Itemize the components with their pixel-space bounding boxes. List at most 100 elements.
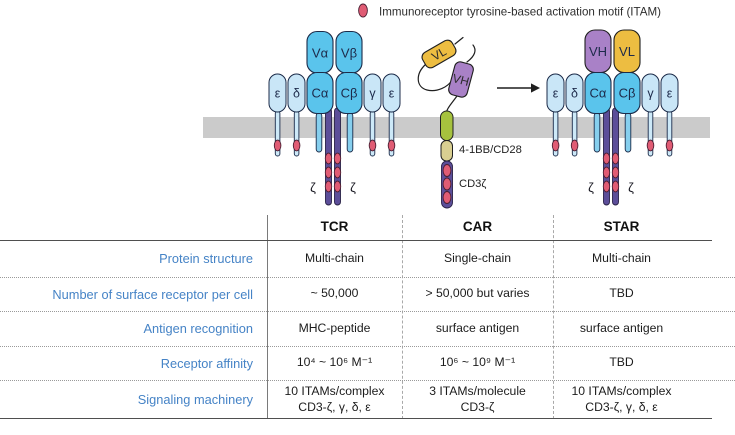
itam-icon <box>442 191 452 204</box>
star-calpha-label: Cα <box>590 86 607 101</box>
tcr-zeta-left-label: ζ <box>310 180 316 195</box>
cell-car: 3 ITAMs/molecule CD3-ζ <box>429 383 526 414</box>
car-vl-box <box>421 39 457 69</box>
table-dotted-rule <box>0 311 735 312</box>
itam-icon <box>665 139 674 152</box>
scfv-top-curve <box>466 44 476 63</box>
tcr-epsilon-right-domain <box>382 73 401 113</box>
tcr-gamma-domain <box>363 73 382 113</box>
table-header-row: TCR CAR STAR <box>0 213 690 240</box>
table-vertical-rule <box>267 215 268 419</box>
tcr-delta-label: δ <box>293 87 300 101</box>
itam-icon <box>324 166 333 179</box>
star-delta-domain <box>565 73 584 113</box>
tcr-delta-domain <box>287 73 306 113</box>
car-vh-label: VH <box>451 71 471 89</box>
itam-icon <box>611 180 620 193</box>
car-vl-domain: VL <box>421 39 457 69</box>
star-cbeta-domain <box>613 71 641 115</box>
table-dotted-rule <box>0 380 735 381</box>
header-tcr: TCR <box>320 219 349 234</box>
table-row: Antigen recognition MHC-peptide surface … <box>0 311 690 346</box>
receptor-diagram: Immunoreceptor tyrosine-based activation… <box>203 3 710 209</box>
tcr-valpha-label: Vα <box>312 46 329 61</box>
tcr-epsilon-right-label: ε <box>389 87 395 101</box>
itam-icon <box>570 139 579 152</box>
itam-icon <box>324 152 333 165</box>
star-epsilon-left-label: ε <box>553 87 559 101</box>
tcr-zeta-right-label: ζ <box>350 180 356 195</box>
star-epsilon-right-domain <box>660 73 679 113</box>
table-row: Receptor affinity 10⁴ ~ 10⁶ M⁻¹ 10⁶ ~ 10… <box>0 346 690 380</box>
itam-icon <box>333 180 342 193</box>
itam-icon <box>602 166 611 179</box>
tcr-cbeta-stalk <box>346 112 354 153</box>
itam-icon <box>442 164 452 177</box>
star-epsilon-left-domain <box>546 73 565 113</box>
star-cbeta-stalk <box>624 112 632 153</box>
star-zeta-right-label: ζ <box>628 180 634 195</box>
cell-tcr: 10 ITAMs/complex CD3-ζ, γ, δ, ε <box>284 383 385 414</box>
cell-star: TBD <box>609 355 634 370</box>
itam-icon <box>273 139 282 152</box>
scfv-linker-curve <box>417 63 453 92</box>
itam-legend: Immunoreceptor tyrosine-based activation… <box>358 3 661 19</box>
row-label: Signaling machinery <box>137 392 253 407</box>
cell-car: > 50,000 but varies <box>425 286 530 301</box>
itam-legend-label: Immunoreceptor tyrosine-based activation… <box>379 6 661 19</box>
tcr-cbeta-label: Cβ <box>341 86 358 101</box>
row-label: Protein structure <box>159 251 253 266</box>
cell-tcr: MHC-peptide <box>298 320 371 335</box>
scfv-stub-line <box>454 36 464 45</box>
star-calpha-domain <box>584 71 612 115</box>
header-star: STAR <box>603 219 640 234</box>
star-calpha-stalk <box>593 112 601 153</box>
car-diagram: VL VH 4-1BB/CD28 CD3ζ <box>417 36 522 209</box>
star-gamma-domain <box>641 73 660 113</box>
car-vh-domain: VH <box>448 61 474 98</box>
arrow-head <box>531 83 540 93</box>
itam-icon <box>602 180 611 193</box>
table-dashed-divider <box>553 215 554 419</box>
star-delta-label: δ <box>571 87 578 101</box>
tcr-diagram: Vα Vβ Cα Cβ ε δ γ ε ζ ζ <box>268 30 401 206</box>
itam-icon <box>333 166 342 179</box>
tcr-epsilon-left-domain <box>268 73 287 113</box>
tcr-gamma-label: γ <box>369 87 376 101</box>
car-vh-box <box>448 61 474 98</box>
cell-tcr: ~ 50,000 <box>310 286 359 301</box>
tcr-vbeta-label: Vβ <box>341 46 357 61</box>
itam-icon <box>611 166 620 179</box>
tcr-cbeta-domain <box>335 71 363 115</box>
row-label: Number of surface receptor per cell <box>52 286 253 302</box>
table-header-rule <box>0 240 712 241</box>
arrow-icon <box>497 83 540 93</box>
car-cd3z-label: CD3ζ <box>459 178 486 190</box>
itam-icon <box>551 139 560 152</box>
table-dotted-rule <box>0 277 735 278</box>
car-costim-label: 4-1BB/CD28 <box>459 144 522 156</box>
itam-icon <box>387 139 396 152</box>
cell-car: surface antigen <box>435 320 520 335</box>
cell-tcr: 10⁴ ~ 10⁶ M⁻¹ <box>296 355 373 370</box>
table-dotted-rule <box>0 346 735 347</box>
star-epsilon-right-label: ε <box>667 87 673 101</box>
itam-icon <box>368 139 377 152</box>
table-dashed-divider <box>402 215 403 419</box>
cell-car: 10⁶ ~ 10⁹ M⁻¹ <box>439 355 516 370</box>
table-bottom-rule <box>0 418 712 419</box>
itam-icon <box>602 152 611 165</box>
row-label: Receptor affinity <box>160 355 253 371</box>
itam-icon <box>646 139 655 152</box>
star-gamma-label: γ <box>647 87 654 101</box>
tcr-epsilon-left-label: ε <box>275 87 281 101</box>
itam-icon <box>358 3 368 18</box>
star-vh-label: VH <box>589 44 607 59</box>
cell-car: Single-chain <box>443 250 512 265</box>
car-transmembrane-segment <box>440 110 454 141</box>
row-label: Antigen recognition <box>143 321 253 336</box>
star-zeta-left-label: ζ <box>588 180 594 195</box>
cell-star: Multi-chain <box>592 250 651 265</box>
table-row: Number of surface receptor per cell ~ 50… <box>0 277 690 311</box>
